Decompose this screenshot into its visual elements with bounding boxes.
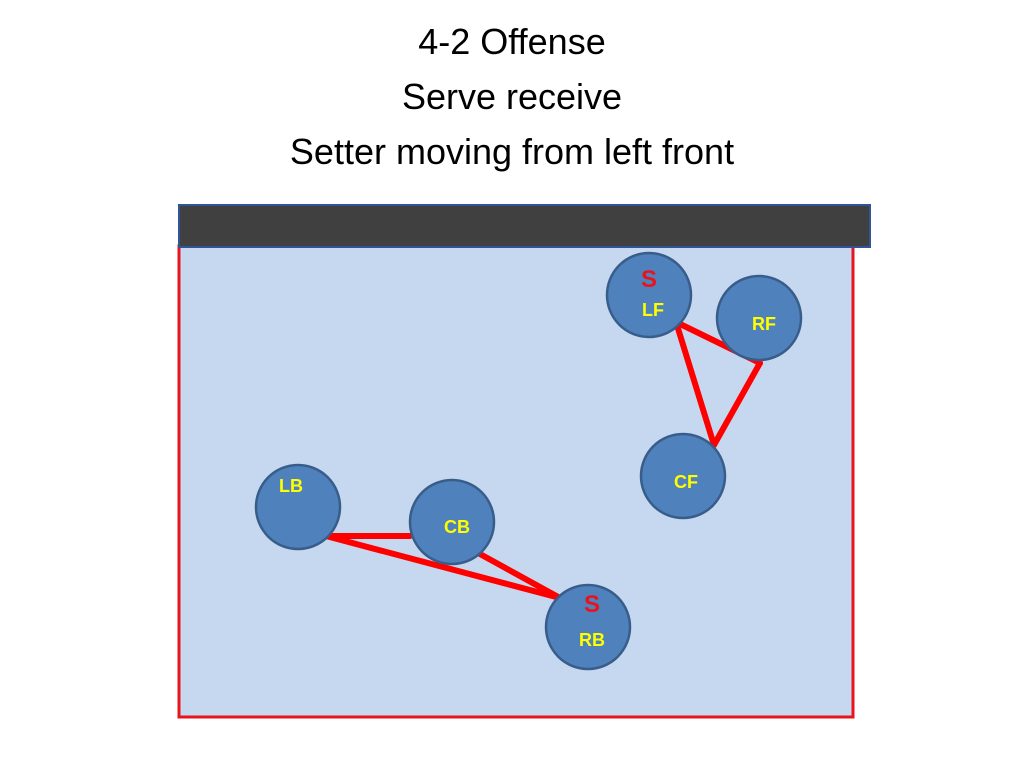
title-line-1: 4-2 Offense — [418, 21, 606, 62]
player-circle — [254, 463, 342, 551]
player-label: RF — [752, 314, 776, 334]
link-cb-rb — [477, 551, 563, 601]
link-lf-cf — [673, 319, 717, 448]
player-circle — [544, 583, 632, 671]
player-circle — [408, 478, 496, 566]
setter-mark: S — [641, 266, 657, 293]
net-bar — [178, 204, 871, 248]
player-circle — [639, 432, 727, 520]
setter-mark: S — [584, 591, 600, 618]
title-line-2: Serve receive — [401, 76, 623, 117]
player-circle — [605, 251, 693, 339]
player-label: CF — [674, 472, 698, 492]
player-cf: CF — [639, 432, 727, 520]
player-circle — [715, 274, 803, 362]
player-lb: LB — [254, 463, 342, 551]
player-links — [323, 319, 763, 601]
link-rf-cf — [711, 360, 763, 448]
player-rf: RF — [715, 274, 803, 362]
player-rb: S RB — [544, 583, 632, 671]
player-label: RB — [579, 630, 605, 650]
player-label: LB — [279, 476, 303, 496]
player-label: LF — [642, 300, 664, 320]
player-label: CB — [444, 517, 470, 537]
player-lf: S LF — [605, 251, 693, 339]
slide-title: 4-2 Offense Serve receive Setter moving … — [0, 14, 1024, 179]
player-cb: CB — [408, 478, 496, 566]
title-line-3: Setter moving from left front — [289, 131, 735, 172]
link-lb-rb — [323, 533, 563, 601]
